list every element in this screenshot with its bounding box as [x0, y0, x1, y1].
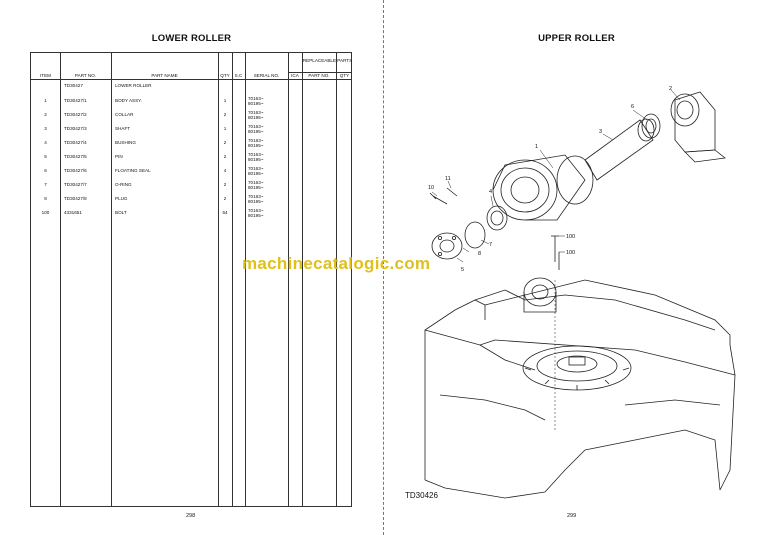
col-qty: QTY — [220, 73, 230, 78]
col-serial-no: SERIAL NO. — [253, 73, 280, 78]
col-part-name: PART NAME — [151, 73, 178, 78]
replaceable-parts-header: REPLACEABLE PARTS — [302, 58, 353, 63]
callout-4: 4 — [489, 189, 492, 195]
callout-100a: 100 — [566, 234, 575, 240]
callout-6: 6 — [631, 104, 634, 110]
table-row: 1 TD30427/1 BODY ASSY. 1 70163~ 80195~ — [44, 96, 264, 106]
right-page: UPPER ROLLER — [385, 0, 768, 535]
left-page: LOWER ROLLER REPLACEABLE PARTS ITEM PART… — [0, 0, 383, 535]
table-row: 8 TD30427/8 PLUG 2 70163~ 80195~ — [44, 194, 264, 204]
callout-1: 1 — [535, 144, 538, 150]
table-row: 6 TD30427/6 FLOATING SEAL 4 70163~ 80195… — [44, 166, 264, 176]
table-row: 5 TD30427/5 PIN 2 70163~ 80195~ — [44, 152, 264, 162]
page-title: UPPER ROLLER — [538, 33, 615, 44]
col-rp-part-no: PART NO. — [308, 73, 330, 78]
table-row: 7 TD30427/7 O-RING 2 70163~ 80195~ — [44, 180, 264, 190]
callout-8: 8 — [478, 251, 481, 257]
watermark: machinecatalogic.com — [242, 254, 431, 273]
exploded-parts-diagram: 1 2 3 4 5 6 7 8 10 11 100 100 — [424, 86, 736, 499]
parts-table: REPLACEABLE PARTS ITEM PART NO. PART NAM… — [30, 52, 352, 507]
table-row: TD30427 LOWER ROLLER — [64, 83, 152, 88]
callout-2: 2 — [669, 86, 672, 92]
table-row: 100 4331651 BOLT 64 70163~ 80195~ — [41, 208, 264, 218]
col-rp-qty: QTY — [339, 73, 350, 78]
callout-10: 10 — [428, 185, 434, 191]
col-item: ITEM — [40, 73, 51, 78]
table-row: 4 TD30427/4 BUSHING 2 70163~ 80195~ — [44, 138, 264, 148]
col-part-no: PART NO. — [74, 73, 97, 78]
table-row: 3 TD30427/3 SHAFT 1 70163~ 80195~ — [44, 124, 264, 134]
callout-100b: 100 — [566, 250, 575, 256]
callout-3: 3 — [599, 129, 602, 135]
callout-7: 7 — [489, 242, 492, 248]
page-divider — [383, 0, 384, 535]
page-title: LOWER ROLLER — [151, 33, 232, 44]
col-sc: S.C — [234, 73, 243, 78]
page-number: 299 — [567, 513, 577, 519]
table-row: 2 TD30427/2 COLLAR 2 70163~ 80195~ — [44, 110, 264, 120]
diagram-id: TD30426 — [405, 491, 438, 500]
callout-11: 11 — [445, 176, 451, 182]
page-number: 298 — [186, 513, 196, 519]
callout-5: 5 — [461, 267, 464, 273]
col-ica: ICA — [291, 73, 299, 78]
